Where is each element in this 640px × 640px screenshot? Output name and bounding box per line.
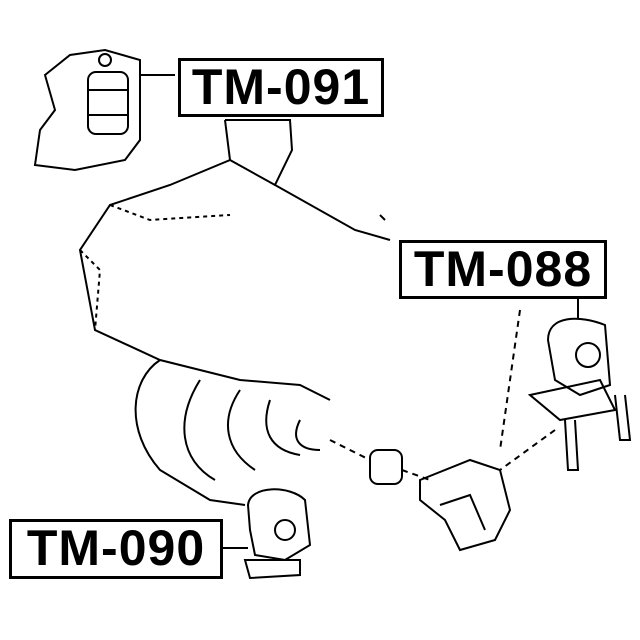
engine-outline [78,119,391,506]
part-label-tm-088: TM-088 [399,240,607,299]
part-label-tm-090: TM-090 [9,519,223,579]
part-label-tm-091: TM-091 [178,58,384,117]
mount-tm-088-drawing [499,298,632,471]
mount-tm-091-drawing [33,48,175,172]
bracket-drawing [329,439,512,552]
mount-tm-090-drawing [223,488,312,580]
